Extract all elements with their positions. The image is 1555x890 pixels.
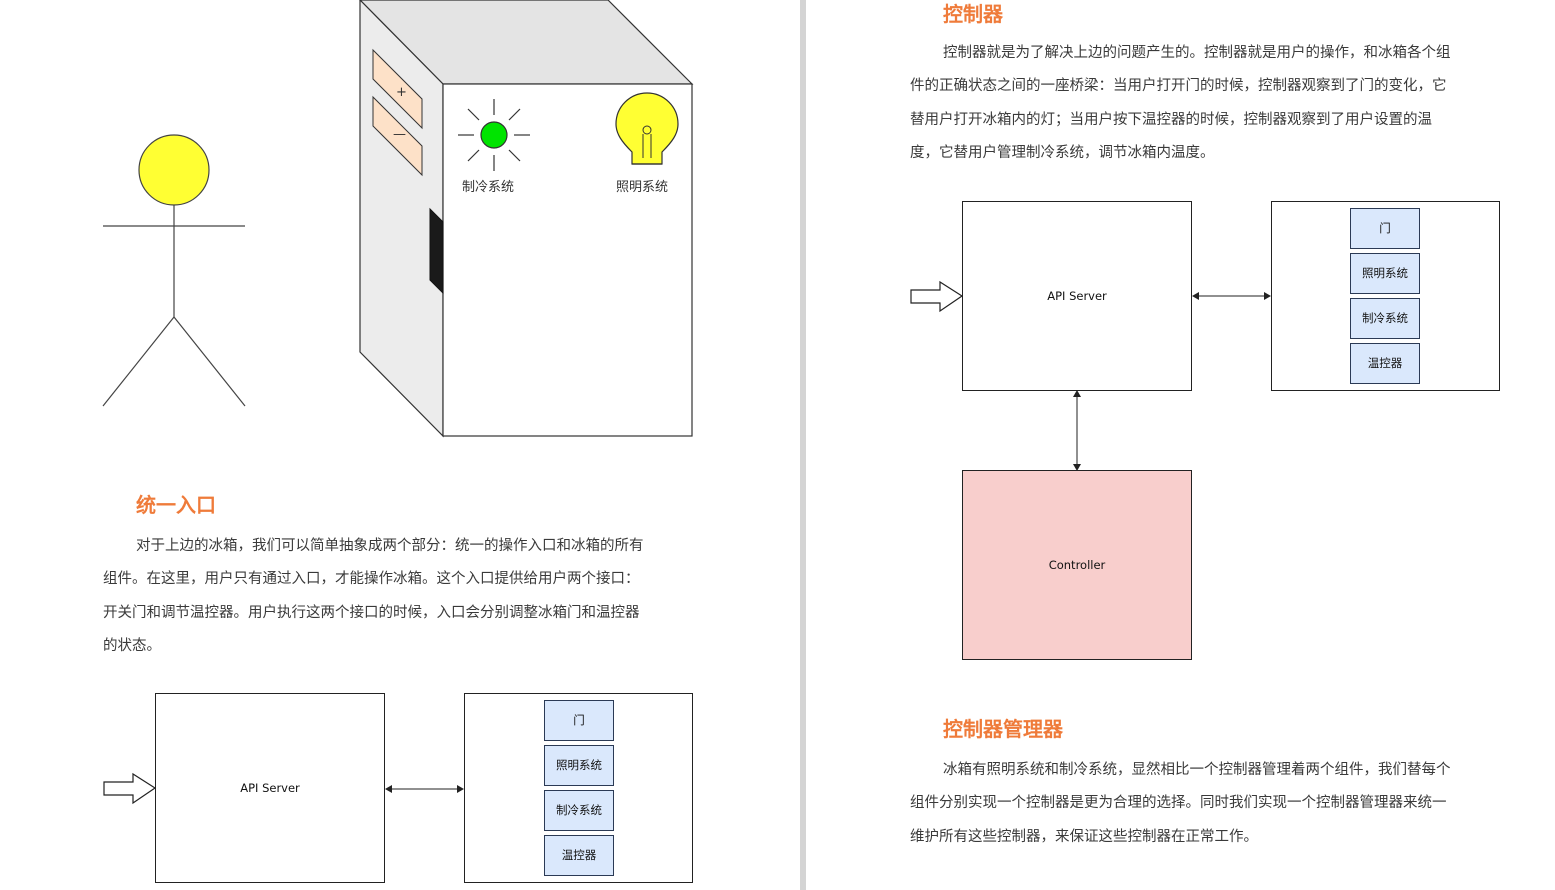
paragraph-line: 控制器就是为了解决上边的问题产生的。控制器就是用户的操作，和冰箱各个组 [943, 45, 1451, 61]
controller-box: Controller [962, 470, 1192, 660]
lighting-label: 照明系统 [616, 180, 669, 195]
paragraph-line: 组件分别实现一个控制器是更为合理的选择。同时我们实现一个控制器管理器来统一 [910, 795, 1447, 812]
cooling-label: 制冷系统 [462, 180, 515, 195]
api-server-label: API Server [1047, 289, 1107, 303]
svg-text:+: + [396, 85, 407, 100]
paragraph-line: 件的正确状态之间的一座桥梁：当用户打开门的时候，控制器观察到了门的变化，它 [910, 78, 1447, 95]
section-title-unified-entry: 统一入口 [136, 493, 216, 517]
component-door: 门 [544, 700, 614, 741]
input-arrow [103, 772, 157, 805]
left-page: + — 制冷系统 照明系统 统一入口 对于上边的冰箱，我们可以简单抽象成两个部分… [102, 0, 694, 883]
component-thermostat: 温控器 [544, 835, 614, 876]
paragraph-line: 冰箱有照明系统和制冷系统，显然相比一个控制器管理着两个组件，我们替每个 [943, 762, 1451, 778]
bidirectional-arrow [385, 785, 464, 793]
paragraph-line: 组件。在这里，用户只有通过入口，才能操作冰箱。这个入口提供给用户两个接口： [103, 571, 640, 588]
lightbulb-icon [615, 92, 679, 165]
section-paragraph: 控制器就是为了解决上边的问题产生的。控制器就是用户的操作，和冰箱各个组 件的正确… [910, 37, 1500, 170]
component-cooling: 制冷系统 [544, 790, 614, 831]
api-server-label: API Server [240, 781, 300, 795]
component-lighting: 照明系统 [544, 745, 614, 786]
page-gutter [800, 0, 806, 890]
paragraph-line: 度，它替用户管理制冷系统，调节冰箱内温度。 [910, 144, 1215, 161]
input-arrow [910, 280, 964, 313]
svg-text:—: — [393, 127, 406, 142]
bidirectional-arrow [1192, 292, 1271, 300]
sun-icon [458, 99, 530, 171]
paragraph-line: 维护所有这些控制器，来保证这些控制器在正常工作。 [910, 828, 1258, 845]
section-title-controller: 控制器 [943, 2, 1003, 26]
section-paragraph: 冰箱有照明系统和制冷系统，显然相比一个控制器管理着两个组件，我们替每个 组件分别… [910, 754, 1500, 854]
api-server-box: API Server [962, 201, 1192, 391]
component-thermostat: 温控器 [1350, 343, 1420, 384]
right-page: 控制器 控制器就是为了解决上边的问题产生的。控制器就是用户的操作，和冰箱各个组 … [806, 0, 1555, 890]
paragraph-line: 替用户打开冰箱内的灯；当用户按下温控器的时候，控制器观察到了用户设置的温 [910, 111, 1432, 128]
user-stick-figure [102, 134, 246, 407]
api-server-box: API Server [155, 693, 385, 883]
paragraph-line: 的状态。 [103, 637, 161, 654]
controller-label: Controller [1048, 558, 1106, 572]
vertical-bidirectional-arrow [1073, 390, 1081, 471]
section-paragraph: 对于上边的冰箱，我们可以简单抽象成两个部分：统一的操作入口和冰箱的所有 组件。在… [103, 530, 693, 663]
component-lighting: 照明系统 [1350, 253, 1420, 294]
component-cooling: 制冷系统 [1350, 298, 1420, 339]
paragraph-line: 开关门和调节温控器。用户执行这两个接口的时候，入口会分别调整冰箱门和温控器 [103, 604, 640, 621]
section-title-controller-manager: 控制器管理器 [943, 717, 1063, 741]
paragraph-line: 对于上边的冰箱，我们可以简单抽象成两个部分：统一的操作入口和冰箱的所有 [136, 538, 644, 554]
component-door: 门 [1350, 208, 1420, 249]
fridge-illustration: + — [359, 0, 694, 438]
